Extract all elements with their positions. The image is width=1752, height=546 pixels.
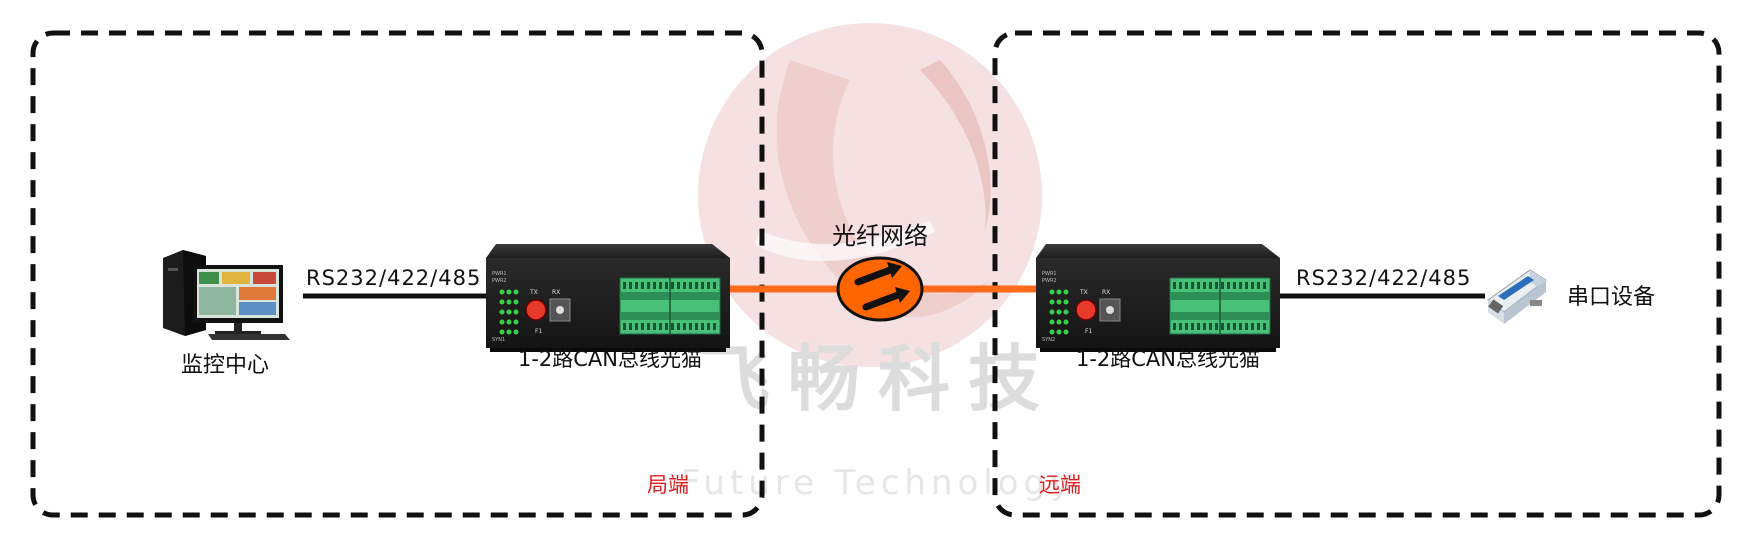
local-can-fiber-modem-device: PWR1 PWR2 SYN1 TX RX F1 — [486, 244, 730, 352]
can-terminal-block — [619, 277, 721, 335]
local-zone-border — [30, 30, 765, 518]
remote-zone-label: 远端 — [1039, 473, 1081, 497]
fiber-port-label: F1 — [535, 328, 542, 335]
watermark: 飞畅科技 Future Technology — [681, 23, 1076, 503]
watermark-english-text: Future Technology — [681, 463, 1076, 503]
local-zone-label: 局端 — [647, 473, 689, 497]
fiber-network-cloud — [836, 256, 924, 322]
right-interface-label: RS232/422/485 — [1296, 266, 1471, 290]
remote-zone-border — [992, 30, 1722, 518]
monitoring-center-label: 监控中心 — [181, 353, 269, 378]
fiber-network-label: 光纤网络 — [832, 222, 928, 250]
tx-label: TX — [1079, 289, 1088, 296]
serial-device-icon — [1487, 269, 1547, 324]
monitoring-computer-icon — [163, 250, 290, 340]
led-label-pwr2: PWR2 — [1042, 278, 1057, 284]
remote-device-label: 1-2路CAN总线光猫 — [1076, 347, 1260, 371]
fiber-port-label: F1 — [1085, 328, 1092, 335]
rx-label: RX — [552, 289, 560, 296]
tx-label: TX — [529, 289, 538, 296]
local-device-label: 1-2路CAN总线光猫 — [518, 347, 702, 371]
fiber-port-tx-icon — [525, 299, 547, 321]
serial-device-label: 串口设备 — [1567, 285, 1655, 310]
fiber-port-tx-icon — [1075, 299, 1097, 321]
led-label-syn1: SYN1 — [492, 337, 505, 343]
watermark-brand-text: 飞畅科技 — [698, 337, 1058, 421]
fiber-network-node — [836, 256, 924, 322]
status-led-array — [1049, 289, 1069, 335]
can-terminal-block — [1169, 277, 1271, 335]
rx-label: RX — [1102, 289, 1110, 296]
led-label-pwr2: PWR2 — [492, 278, 507, 284]
brand-logo-mark — [698, 23, 1042, 367]
status-led-array — [499, 289, 519, 335]
led-label-pwr1: PWR1 — [492, 271, 507, 277]
left-interface-label: RS232/422/485 — [306, 266, 481, 290]
remote-can-fiber-modem-device: PWR1 PWR2 SYN2 TX RX F1 — [1036, 244, 1280, 352]
led-label-syn2: SYN2 — [1042, 337, 1055, 343]
exchange-arrows-icon — [854, 262, 910, 311]
led-label-pwr1: PWR1 — [1042, 271, 1057, 277]
